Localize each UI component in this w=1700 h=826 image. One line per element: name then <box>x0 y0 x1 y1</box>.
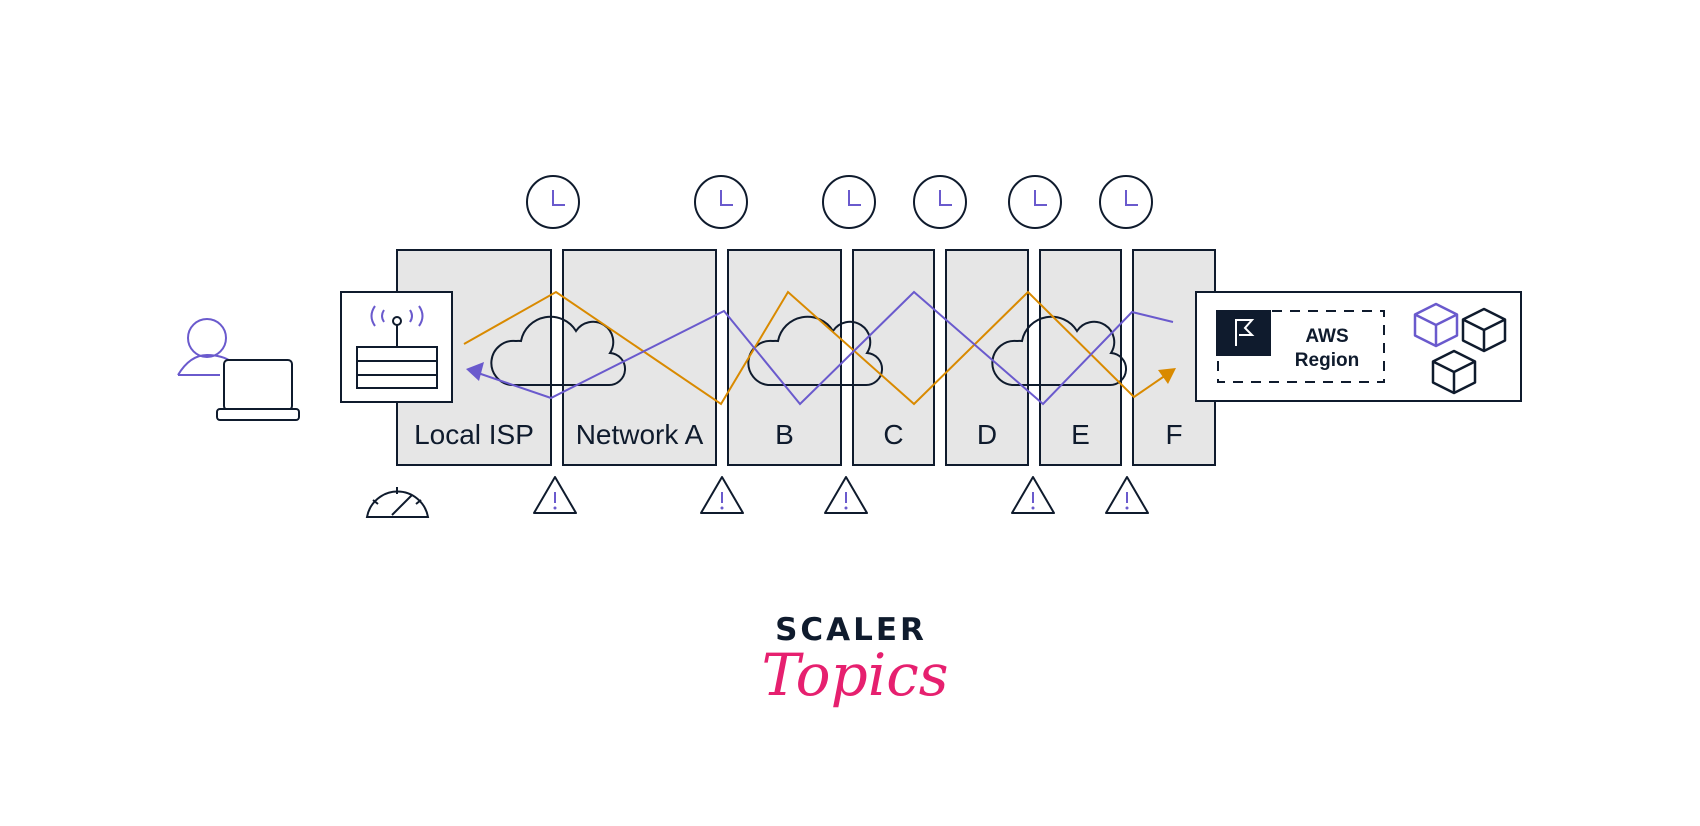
return-path-purple <box>477 290 1174 406</box>
outbound-path-orange <box>463 290 1167 406</box>
network-box <box>1132 249 1216 466</box>
flag-icon <box>1216 310 1271 356</box>
network-box <box>1039 249 1122 466</box>
network-box <box>562 249 717 466</box>
cloud-icon <box>991 315 1127 387</box>
clock-icon <box>822 175 876 229</box>
network-label: B <box>775 419 794 450</box>
resource-cube-icon <box>1413 302 1459 348</box>
logo-sub: Topics <box>761 641 948 709</box>
cloud-icon <box>490 315 626 387</box>
network-box <box>852 249 935 466</box>
clock-icon <box>526 175 580 229</box>
network-label: Network A <box>576 419 704 450</box>
clock-icon <box>1099 175 1153 229</box>
logo-brand: SCALER <box>775 612 927 648</box>
network-label: C <box>883 419 903 450</box>
resource-cube-icon <box>1431 349 1477 395</box>
speed-gauge-icon <box>365 487 430 518</box>
warning-icon <box>533 476 577 514</box>
aws-region-label-line2: Region <box>1295 350 1359 371</box>
network-label: F <box>1165 419 1182 450</box>
resource-cube-icon <box>1461 307 1507 353</box>
network-box <box>727 249 842 466</box>
warning-icon <box>824 476 868 514</box>
clock-icon <box>913 175 967 229</box>
laptop-icon <box>216 359 300 421</box>
network-label: E <box>1071 419 1090 450</box>
arrow-head-orange <box>1158 368 1176 384</box>
clock-icon <box>694 175 748 229</box>
clock-icon <box>1008 175 1062 229</box>
network-label: D <box>977 419 997 450</box>
network-label: Local ISP <box>414 419 534 450</box>
router-icon <box>340 291 453 403</box>
user-icon <box>177 318 233 376</box>
arrow-head-purple <box>466 362 484 381</box>
aws-region-label-line1: AWS <box>1305 326 1348 347</box>
warning-icon <box>1105 476 1149 514</box>
warning-icon <box>1011 476 1055 514</box>
warning-icon <box>700 476 744 514</box>
scaler-topics-logo: SCALER Topics <box>761 612 948 709</box>
network-box <box>945 249 1029 466</box>
